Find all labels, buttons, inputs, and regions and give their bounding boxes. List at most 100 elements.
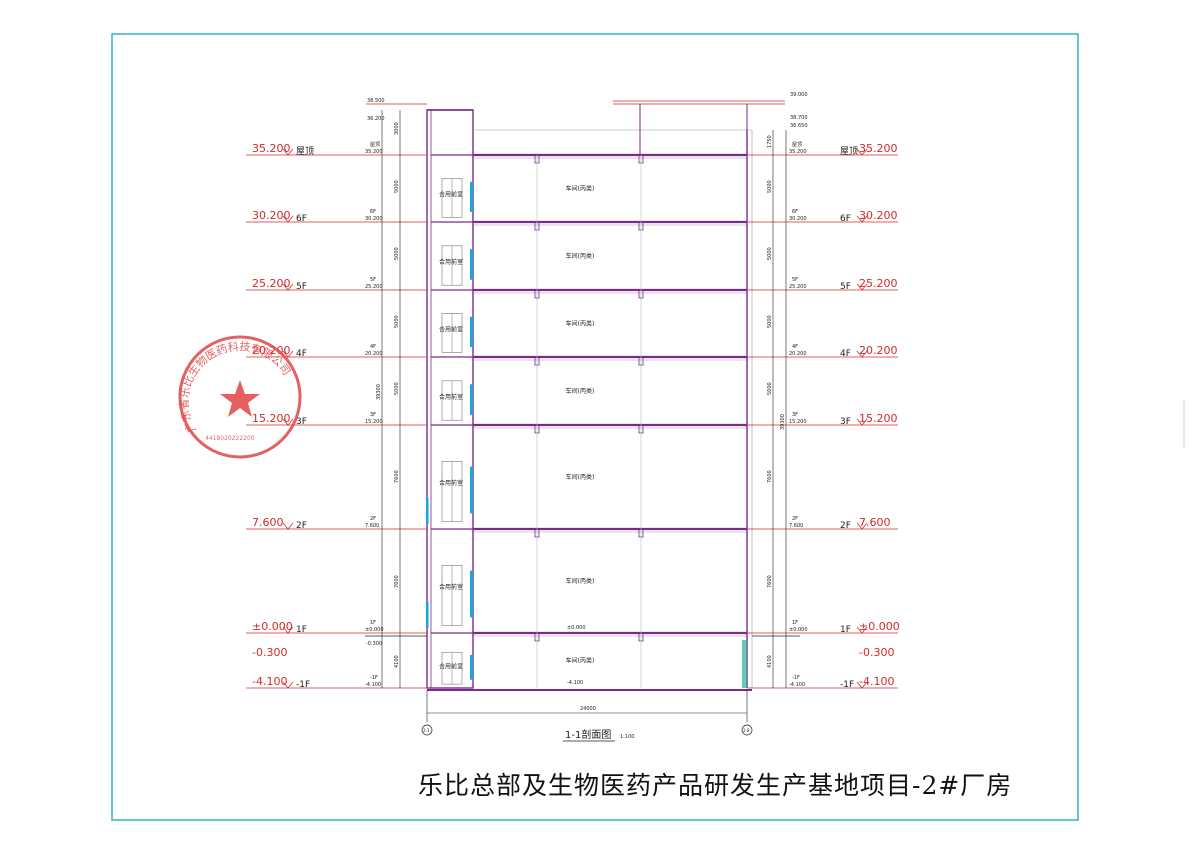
level-4-small-elev-left: 15.200 [365, 419, 383, 425]
grid-bubble-left [421, 724, 433, 736]
level-3-floor-left: 4F [296, 349, 307, 359]
top-elevations-left: 38.500 36.200 [366, 98, 427, 122]
seal-digits: 4418020222200 [205, 435, 255, 442]
level-1-elev-left: 30.200 [252, 209, 291, 222]
dim-roof-left: 3000 [394, 122, 400, 135]
level-7-floor-left: -1F [296, 680, 310, 690]
room-workshop-0: 车间(丙类) [566, 185, 595, 193]
dim-2f-left: 7600 [394, 470, 400, 483]
level-0-triangle-right [856, 148, 868, 156]
level-1-triangle-left [282, 215, 294, 223]
drawing-title: 乐比总部及生物医药产品研发生产基地项目-2#厂房 [418, 771, 1013, 800]
level-5-small-elev-right: 7.600 [789, 523, 803, 529]
core-window-0 [470, 181, 473, 212]
core-window-5 [470, 570, 473, 618]
level-4-elev-left: 15.200 [252, 412, 291, 425]
ext-window-4 [426, 497, 429, 524]
room-workshop-1: 车间(丙类) [566, 252, 595, 260]
level-2-small-floor-right: 5F [792, 277, 798, 283]
elev-top-right-3: 36.650 [790, 123, 808, 129]
floor-slabs [431, 153, 747, 642]
building-structure [365, 100, 800, 691]
grid-label-left: 2-1 [423, 728, 430, 733]
core-window-1 [470, 249, 473, 280]
level-6-elev-right: ±0.000 [859, 620, 900, 633]
level-0-elev-right: 35.200 [859, 142, 898, 155]
level-6-floor-left: 1F [296, 625, 307, 635]
elev-top-left-2: 36.200 [367, 116, 385, 122]
dim-5f-left: 5000 [394, 247, 400, 260]
level-2-small-elev-right: 25.200 [789, 284, 807, 290]
level-1-small-elev-right: 30.200 [789, 216, 807, 222]
core-window-2 [470, 316, 473, 347]
level-5-small-floor-right: 2F [792, 516, 798, 522]
level-4-elev-right: 15.200 [859, 412, 898, 425]
level-6-small-floor-right: 1F [792, 620, 798, 626]
span-dim-label: 24000 [580, 706, 596, 712]
room-workshop-5: 车间(丙类) [566, 577, 595, 585]
level-6-small-elev-right: ±0.000 [789, 627, 808, 633]
dim-b1-right: 4100 [767, 655, 773, 668]
elev-minus-0300-left: -0.300 [252, 646, 287, 659]
dim-1f-left: 7600 [394, 575, 400, 588]
level-7-elev-left: -4.100 [252, 675, 287, 688]
section-scale: 1:100 [620, 734, 634, 740]
room-workshop-3: 车间(丙类) [566, 387, 595, 395]
core-window-3 [470, 384, 473, 415]
dimension-chain-right: 1750 5000 5000 5000 5000 7600 7600 4100 … [767, 130, 787, 688]
level-1-small-floor-right: 6F [792, 209, 798, 215]
level-1-floor-left: 6F [296, 214, 307, 224]
small-minus-0300-left: -0.300 [366, 641, 382, 647]
level-3-small-floor-right: 4F [792, 344, 798, 350]
level-3-small-elev-right: 20.200 [789, 351, 807, 357]
sheet-frame [111, 33, 1079, 821]
level-3-small-elev-left: 20.200 [365, 351, 383, 357]
level-5-triangle-left [282, 522, 294, 530]
seal-star-icon [220, 380, 260, 417]
level-0-small-elev-right: 35.200 [789, 149, 807, 155]
level-6-small-floor-left: 1F [370, 620, 376, 626]
grid-label-right: 2-8 [743, 728, 750, 733]
slab-mark-basement: -4.100 [567, 680, 583, 686]
seal-ring [178, 335, 302, 459]
level-3-small-floor-left: 4F [370, 344, 376, 350]
room-aux-1: 合用前室 [439, 258, 463, 266]
room-aux-3: 合用前室 [439, 393, 463, 401]
level-7-triangle-left [282, 681, 294, 689]
top-elevations-right: 39.000 38.700 36.650 [790, 92, 808, 129]
windows [426, 178, 747, 688]
level-1-elev-right: 30.200 [859, 209, 898, 222]
dim-2f-right: 7600 [767, 470, 773, 483]
dim-6f-right: 5000 [767, 180, 773, 193]
level-1-floor-right: 6F [840, 214, 851, 224]
level-4-floor-right: 3F [840, 417, 851, 427]
level-7-floor-right: -1F [840, 680, 854, 690]
dim-3f-left: 5000 [394, 382, 400, 395]
level-0-floor-right: 屋顶 [840, 146, 858, 157]
level-6-triangle-left [282, 626, 294, 634]
ext-window-5 [426, 601, 429, 628]
room-workshop-4: 车间(丙类) [566, 473, 595, 481]
room-aux-0: 合用前室 [439, 191, 463, 199]
elev-top-right-2: 38.700 [790, 115, 808, 121]
level-4-triangle-left [282, 418, 294, 426]
level-3-elev-right: 20.200 [859, 344, 898, 357]
section-caption: 1-1剖面图 1:100 [563, 728, 634, 742]
section-name: 1-1剖面图 [565, 728, 611, 741]
level-6-small-elev-left: ±0.000 [365, 627, 384, 633]
elev-top-left-1: 38.500 [367, 98, 385, 104]
level-5-elev-left: 7.600 [252, 516, 284, 529]
dim-total-left: 39300 [376, 384, 382, 400]
company-seal: 广东省乐比生物医药科技有限公司 4418020222200 [178, 335, 302, 459]
level-2-elev-left: 25.200 [252, 277, 291, 290]
level-7-small-elev-left: -4.100 [365, 682, 381, 688]
level-6-floor-right: 1F [840, 625, 851, 635]
room-aux-2: 合用前室 [439, 326, 463, 334]
basement-vent [742, 640, 747, 688]
dim-b1-left: 4100 [394, 655, 400, 668]
level-1-triangle-right [856, 215, 868, 223]
level-6-triangle-right [856, 626, 868, 634]
level-0-floor-left: 屋顶 [296, 146, 314, 157]
dim-5f-right: 5000 [767, 247, 773, 260]
